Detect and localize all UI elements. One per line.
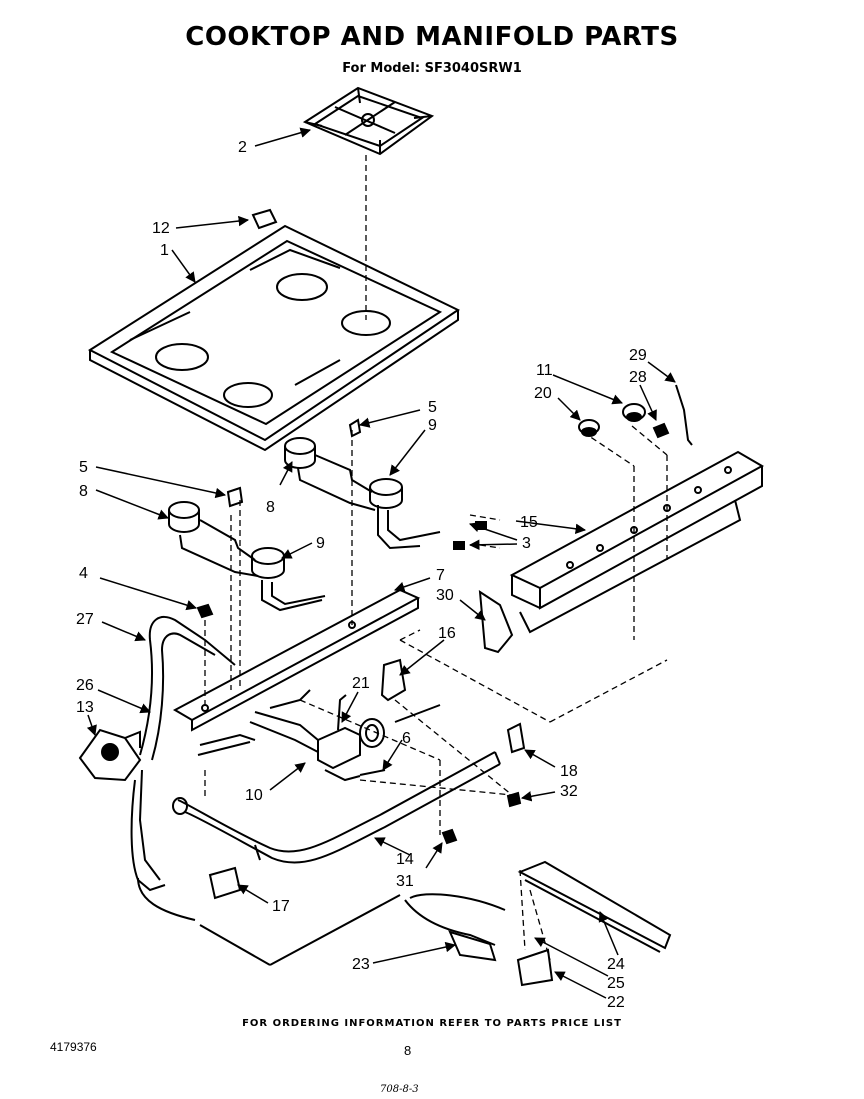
manifold-panel	[509, 450, 765, 634]
callout-25: 25	[607, 975, 625, 992]
callout-9-rear: 9	[428, 417, 437, 434]
callout-26: 26	[76, 677, 94, 694]
callout-17: 17	[272, 898, 290, 915]
callout-2: 2	[238, 139, 247, 156]
callout-13: 13	[76, 699, 94, 716]
broil-burner-assembly	[199, 860, 672, 987]
bolt	[196, 603, 214, 619]
callout-27: 27	[76, 611, 94, 628]
document-number: 4179376	[50, 1040, 97, 1054]
cooktop	[87, 224, 460, 452]
callout-20: 20	[534, 385, 552, 402]
cooktop-bracket	[251, 208, 278, 230]
callout-30: 30	[436, 587, 454, 604]
front-burner-assembly	[168, 486, 326, 612]
callout-leaders	[86, 127, 676, 999]
revision-code: 708-8-3	[380, 1084, 419, 1095]
thermostat-valve	[249, 658, 441, 782]
callout-8-rear: 8	[266, 499, 275, 516]
callout-14: 14	[396, 851, 414, 868]
model-subtitle: For Model: SF3040SRW1	[342, 61, 522, 76]
callout-3: 3	[522, 535, 531, 552]
rear-burner-assembly	[284, 418, 441, 550]
support-bracket	[172, 588, 421, 732]
callout-4: 4	[79, 565, 88, 582]
callout-6: 6	[402, 730, 411, 747]
oven-burner	[172, 751, 501, 864]
callout-9-front: 9	[316, 535, 325, 552]
callout-12: 12	[152, 220, 170, 237]
callout-15: 15	[520, 514, 538, 531]
alignment-lines	[204, 155, 668, 961]
callout-21: 21	[352, 675, 370, 692]
burner-grate	[302, 86, 435, 156]
callout-11: 11	[536, 362, 553, 379]
callout-7: 7	[436, 567, 445, 584]
small-fittings	[208, 722, 526, 900]
gas-tubing	[130, 615, 311, 921]
callout-10: 10	[245, 787, 263, 804]
callout-5-front: 5	[79, 459, 88, 476]
callout-labels: 2 12 1 5 9 8 5 8 9 15 3 11 20 29 28 7 30…	[76, 139, 647, 1011]
callout-5-rear: 5	[428, 399, 437, 416]
callout-32: 32	[560, 783, 578, 800]
control-knobs	[578, 384, 693, 446]
page-title: COOKTOP AND MANIFOLD PARTS	[185, 22, 679, 52]
callout-29: 29	[629, 347, 647, 364]
callout-8-front: 8	[79, 483, 88, 500]
heat-shield	[478, 590, 514, 654]
page-number: 8	[404, 1043, 412, 1058]
callout-1: 1	[160, 242, 169, 259]
callout-23: 23	[352, 956, 370, 973]
callout-31: 31	[396, 873, 414, 890]
pressure-regulator	[78, 728, 142, 782]
callout-22: 22	[607, 994, 625, 1011]
ordering-note: FOR ORDERING INFORMATION REFER TO PARTS …	[242, 1018, 622, 1029]
callout-16: 16	[438, 625, 456, 642]
callout-24: 24	[607, 956, 625, 973]
callout-28: 28	[629, 369, 647, 386]
callout-18: 18	[560, 763, 578, 780]
